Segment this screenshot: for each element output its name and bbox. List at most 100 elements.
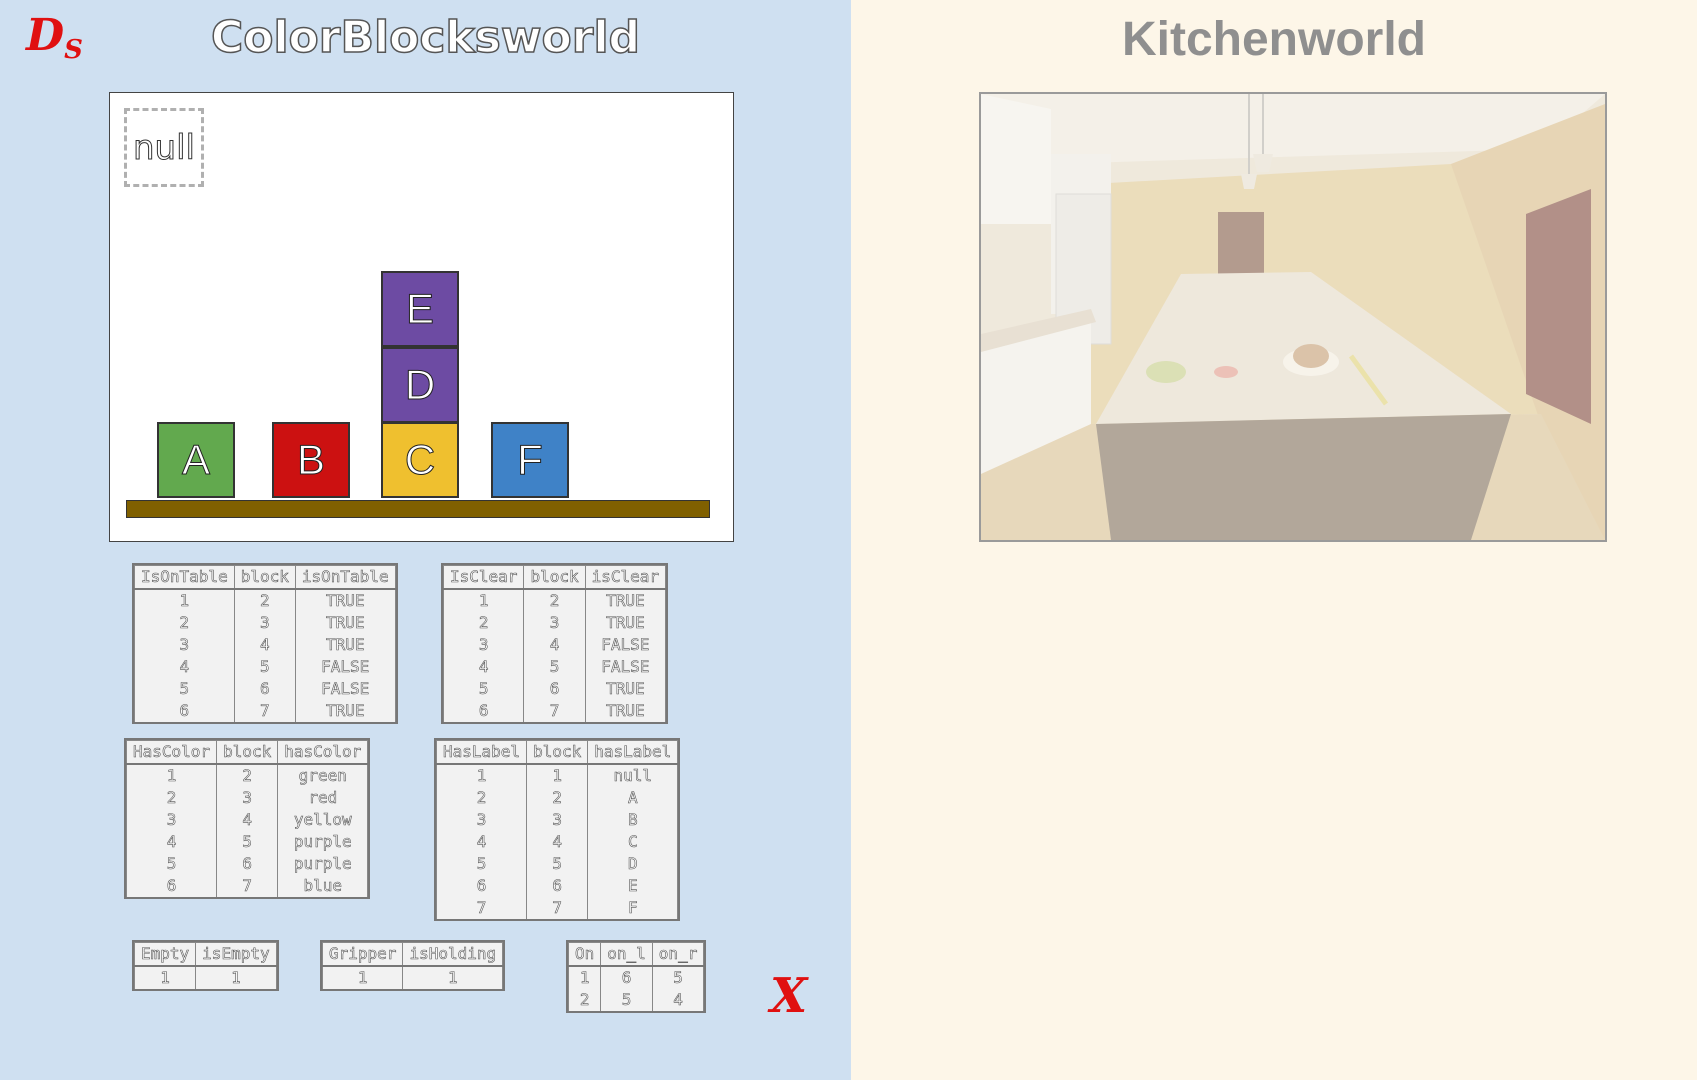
kitchen-scene-svg	[981, 94, 1605, 540]
table-cell: 6	[442, 700, 525, 722]
table-cell: 2	[526, 787, 589, 809]
table-cell: 5	[651, 966, 705, 989]
table-cell: 5	[600, 989, 653, 1011]
block-c: C	[381, 422, 459, 498]
table-cell: 1	[195, 966, 277, 989]
table-cell: 7	[523, 700, 586, 722]
table-cell: 2	[567, 989, 602, 1011]
table-cell: 1	[402, 966, 504, 989]
column-header: On	[567, 942, 602, 967]
table-cell: 1	[442, 589, 525, 612]
table-cell: 5	[216, 831, 279, 853]
table-cell: 6	[435, 875, 528, 897]
column-header: block	[216, 740, 279, 765]
table-cell: TRUE	[584, 612, 667, 634]
table-cell: 3	[435, 809, 528, 831]
table-cell: 4	[134, 656, 235, 678]
column-header: HasLabel	[435, 740, 528, 765]
table-cell: 3	[233, 612, 296, 634]
block-e: E	[381, 271, 459, 347]
table-cell: 4	[523, 634, 586, 656]
table-cell: TRUE	[584, 700, 667, 722]
gripper-null-box: null	[124, 108, 204, 187]
column-header: IsOnTable	[134, 565, 235, 590]
column-header: hasColor	[277, 740, 369, 765]
column-header: on_l	[600, 942, 653, 967]
table-cell: 7	[233, 700, 296, 722]
column-header: block	[523, 565, 586, 590]
table-cell: F	[587, 897, 679, 919]
ds-label: DS	[26, 14, 83, 65]
table-cell: 7	[435, 897, 528, 919]
table-cell: 5	[442, 678, 525, 700]
table-cell: 6	[216, 853, 279, 875]
table-cell: 7	[526, 897, 589, 919]
table-cell: red	[277, 787, 369, 809]
table-cell: 7	[216, 875, 279, 897]
table-cell: 1	[321, 966, 404, 989]
table-cell: TRUE	[294, 700, 396, 722]
x-label: X	[770, 968, 808, 1024]
block-a: A	[157, 422, 235, 498]
table-cell: A	[587, 787, 679, 809]
table-cell: TRUE	[294, 589, 396, 612]
kitchen-image	[979, 92, 1607, 542]
table-cell: 2	[134, 612, 235, 634]
kitchenworld-title: Kitchenworld	[1121, 13, 1426, 66]
table-cell: 6	[523, 678, 586, 700]
colorblocksworld-title: ColorBlocksworld	[210, 11, 641, 64]
ds-main-letter: D	[26, 10, 65, 61]
table-cell: 1	[134, 589, 235, 612]
column-header: isOnTable	[294, 565, 396, 590]
table-cell: 5	[233, 656, 296, 678]
column-header: isHolding	[402, 942, 504, 967]
column-header: IsClear	[442, 565, 525, 590]
table-cell: C	[587, 831, 679, 853]
table-cell: 2	[435, 787, 528, 809]
table-cell: 6	[134, 700, 235, 722]
table-cell: 6	[125, 875, 218, 897]
table-cell: E	[587, 875, 679, 897]
table-cell: TRUE	[294, 612, 396, 634]
table-cell: 1	[133, 966, 197, 989]
table-cell: 4	[442, 656, 525, 678]
table-cell: 2	[442, 612, 525, 634]
table-cell: 6	[526, 875, 589, 897]
table-cell: TRUE	[584, 678, 667, 700]
column-header: hasLabel	[587, 740, 679, 765]
table-cell: 1	[435, 764, 528, 787]
table-cell: 3	[134, 634, 235, 656]
table-surface	[126, 500, 710, 518]
table-cell: 5	[134, 678, 235, 700]
ds-subscript: S	[64, 35, 83, 65]
table-cell: 4	[233, 634, 296, 656]
table-cell: 2	[233, 589, 296, 612]
table-cell: 4	[216, 809, 279, 831]
table-cell: 3	[125, 809, 218, 831]
